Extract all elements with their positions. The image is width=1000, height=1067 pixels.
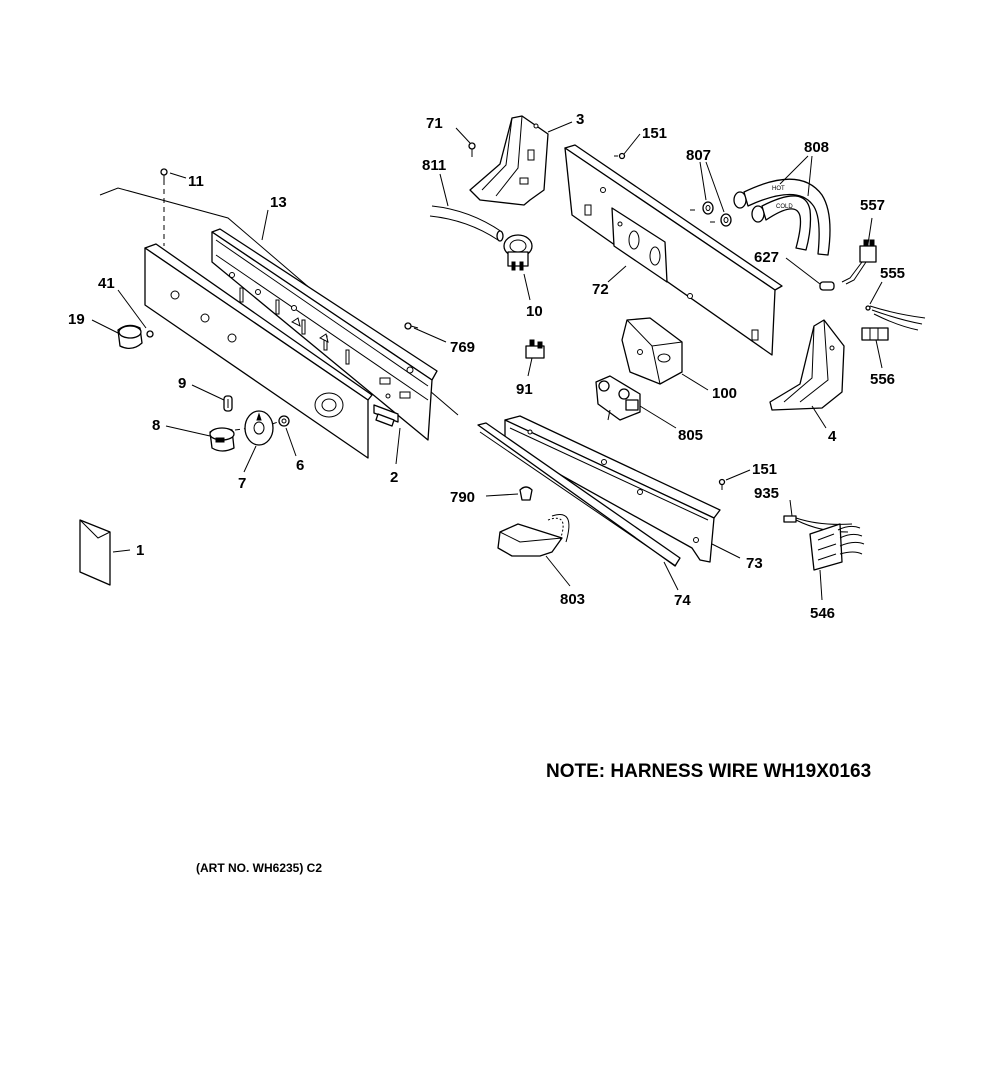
part-151-screw-lower [718,478,726,490]
part-100-timer [621,317,683,385]
art-number: (ART NO. WH6235) C2 [196,861,322,875]
part-790-clip [519,486,533,501]
part-8-timer-knob [209,427,235,452]
part-935-wire [783,515,853,533]
callout-546: 546 [810,605,835,622]
callout-labels: 11 13 41 19 9 8 7 6 2 769 1 71 3 811 10 … [68,111,905,622]
callout-151-lower: 151 [752,461,777,478]
callout-3: 3 [576,111,584,128]
part-151-screw-top [614,152,626,160]
callout-811: 811 [422,157,446,174]
callout-151-top: 151 [642,125,667,142]
hose-tag-cold: COLD [776,204,793,210]
callout-935: 935 [754,485,779,502]
callout-807: 807 [686,147,711,164]
part-73-bottom-cover [504,415,721,563]
control-panel-front [144,243,373,459]
part-72-rear-panel [564,144,783,356]
part-41-clip [146,330,154,338]
callout-13: 13 [270,194,287,211]
callout-91: 91 [516,381,533,398]
callout-10: 10 [526,303,543,320]
callout-72: 72 [592,281,609,298]
leader-lines [91,121,883,601]
callout-19: 19 [68,311,85,328]
callout-808: 808 [804,139,829,156]
part-19-knob [117,324,143,350]
callout-73: 73 [746,555,763,572]
callout-1: 1 [136,542,144,559]
part-2-bracket [373,404,399,427]
callout-555: 555 [880,265,905,282]
callout-769: 769 [450,339,475,356]
callout-2: 2 [390,469,398,486]
part-9-clip [223,395,233,412]
part-555-wire [865,305,926,331]
callout-627: 627 [754,249,779,266]
part-10-pressure-switch [503,234,533,271]
callout-790: 790 [450,489,475,506]
part-71-screw [468,142,476,157]
callout-803: 803 [560,591,585,608]
part-6-nut [278,415,290,427]
part-11-screw [160,168,168,184]
callout-100: 100 [712,385,737,402]
part-4-end-bracket [769,319,845,411]
callout-4: 4 [828,428,837,445]
callout-9: 9 [178,375,186,392]
callout-805: 805 [678,427,703,444]
callout-556: 556 [870,371,895,388]
part-811-hose [429,205,504,242]
part-91-switch [525,339,545,359]
callout-7: 7 [238,475,246,492]
part-13-backsplash-frame [211,228,438,441]
part-807-washer [720,213,732,227]
part-546-harness-connector [809,523,865,571]
part-74-trim-strip [477,422,681,567]
part-7-dial [244,410,274,446]
callout-71: 71 [426,115,443,132]
callout-8: 8 [152,417,160,434]
part-807-washer [702,201,714,215]
part-805-water-valve [595,375,641,421]
callout-74: 74 [674,592,691,609]
callout-11: 11 [188,173,204,190]
hose-tag-hot: HOT [772,186,785,192]
part-556-terminal-block [861,327,889,341]
part-3-end-bracket [469,115,549,206]
part-769-screw [404,322,419,330]
callout-41: 41 [98,275,115,292]
callout-6: 6 [296,457,304,474]
part-557-connector [841,239,877,285]
callout-557: 557 [860,197,885,214]
part-808-fill-hoses: HOT COLD [733,178,831,256]
part-627-plug [819,281,835,291]
part-1-literature [79,519,111,586]
part-803-harness-cover [497,514,570,557]
harness-note: NOTE: HARNESS WIRE WH19X0163 [546,761,871,782]
